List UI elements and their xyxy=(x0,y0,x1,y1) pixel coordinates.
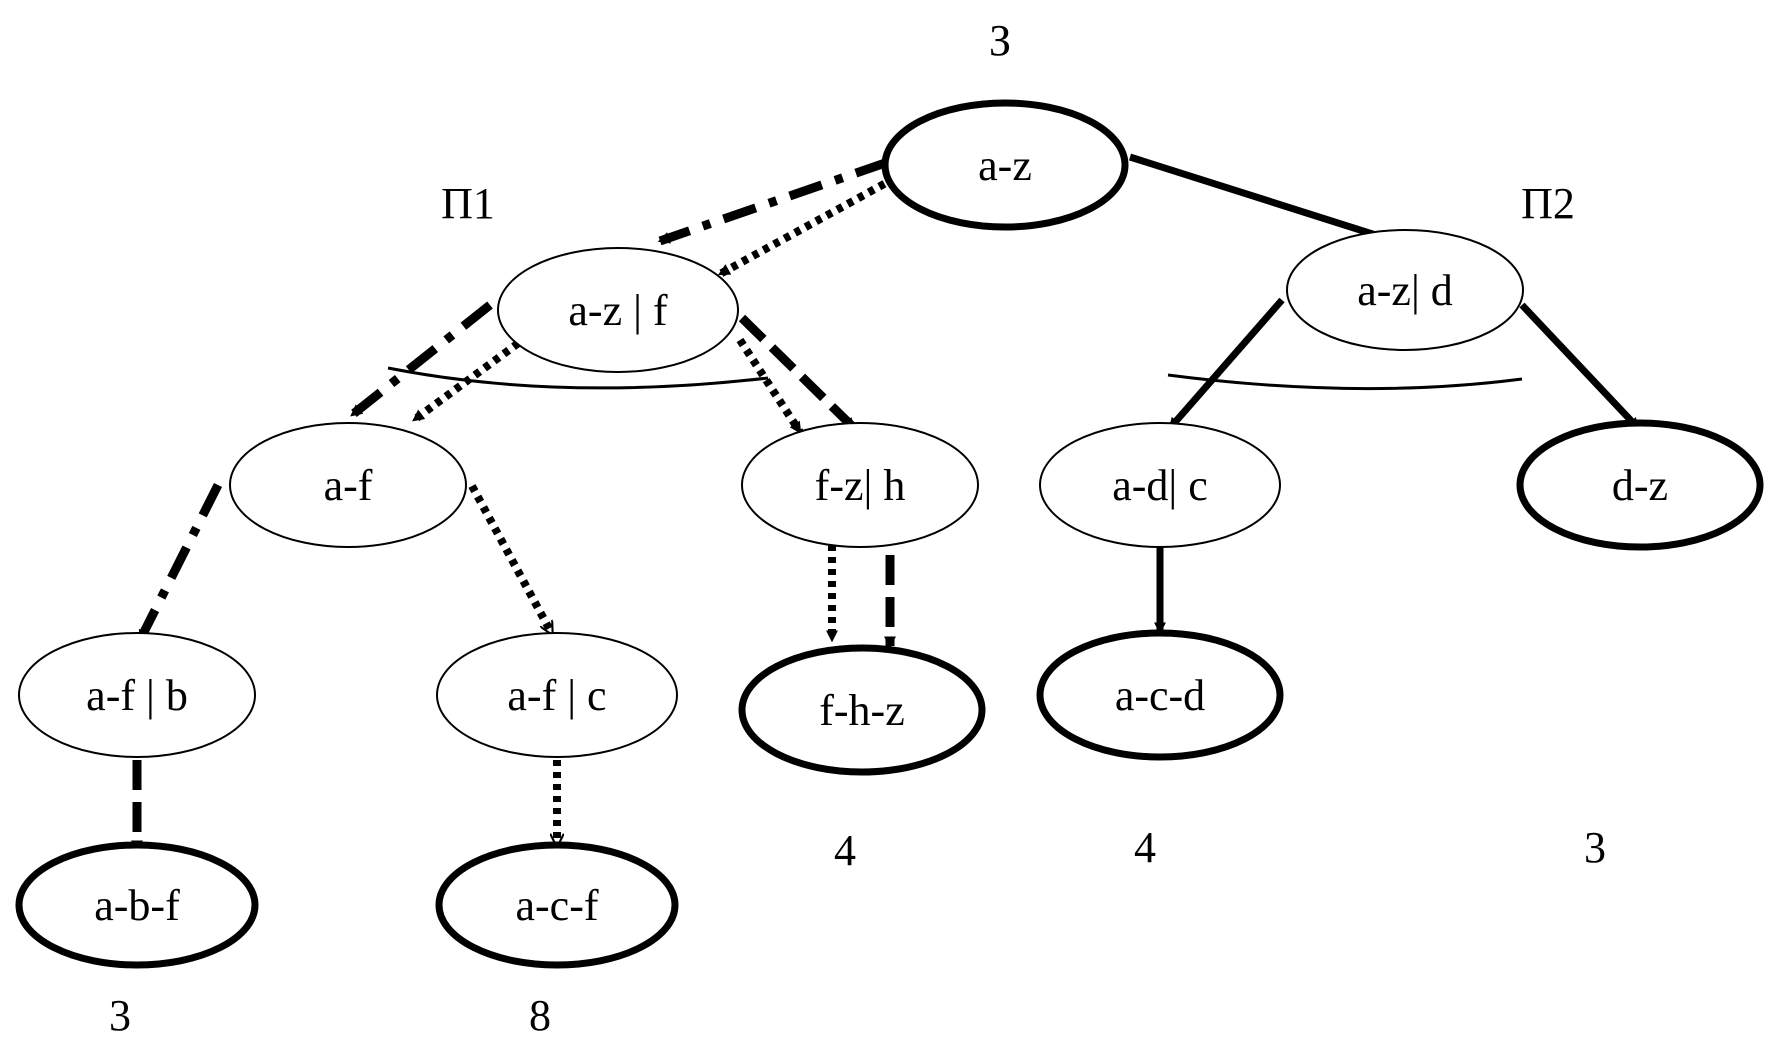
edge-azf-af-dashdot xyxy=(349,301,493,419)
node-acf-label: a-c-f xyxy=(515,881,598,930)
node-dz-label: d-z xyxy=(1612,461,1668,510)
node-dz: d-z xyxy=(1516,419,1764,551)
node-azf: a-z | f xyxy=(497,247,739,373)
node-root: a-z xyxy=(881,99,1129,231)
node-root-label: a-z xyxy=(978,141,1032,190)
value-acf: 8 xyxy=(529,991,551,1040)
edge-azd-dz-solid xyxy=(1519,302,1641,431)
node-azd-label: a-z| d xyxy=(1357,266,1453,315)
node-azf-label: a-z | f xyxy=(568,286,668,335)
branch-label-p1: П1 xyxy=(441,179,495,228)
node-acd: a-c-d xyxy=(1036,629,1284,761)
node-abf-label: a-b-f xyxy=(94,881,180,930)
node-fzh: f-z| h xyxy=(741,422,979,548)
node-abf: a-b-f xyxy=(15,841,259,969)
edge-azf-fzh-dashed xyxy=(738,314,858,432)
node-fzh-label: f-z| h xyxy=(815,461,906,510)
edge-azd-adc-solid xyxy=(1167,297,1285,431)
edge-azf-fzh-dotted xyxy=(736,337,804,435)
node-acd-label: a-c-d xyxy=(1115,671,1205,720)
node-af: a-f xyxy=(229,422,467,548)
edge-af-afc-dotted xyxy=(468,484,556,634)
value-dz: 3 xyxy=(1584,823,1606,872)
edge-root-azf-dotted xyxy=(717,174,897,278)
value-fhz: 4 xyxy=(834,826,856,875)
and-arc-right xyxy=(1167,373,1523,391)
value-acd: 4 xyxy=(1134,823,1156,872)
node-af-label: a-f xyxy=(324,461,373,510)
edge-root-azd-solid xyxy=(1128,153,1401,246)
node-afb: a-f | b xyxy=(18,632,256,758)
edge-root-azf-dashdot xyxy=(657,157,890,246)
node-fhz-label: f-h-z xyxy=(819,686,905,735)
edge-af-afb-dashdot xyxy=(135,482,223,643)
node-adc: a-d| c xyxy=(1039,422,1281,548)
value-abf: 3 xyxy=(109,991,131,1040)
node-azd: a-z| d xyxy=(1286,229,1524,351)
node-fhz: f-h-z xyxy=(738,644,986,776)
node-afc-label: a-f | c xyxy=(507,671,606,720)
node-afb-label: a-f | b xyxy=(86,671,188,720)
node-afc: a-f | c xyxy=(436,632,678,758)
root-heading: З xyxy=(989,16,1011,65)
and-arc-left xyxy=(387,366,769,390)
node-acf: a-c-f xyxy=(435,841,679,969)
branch-label-p2: П2 xyxy=(1521,179,1575,228)
node-adc-label: a-d| c xyxy=(1112,461,1208,510)
